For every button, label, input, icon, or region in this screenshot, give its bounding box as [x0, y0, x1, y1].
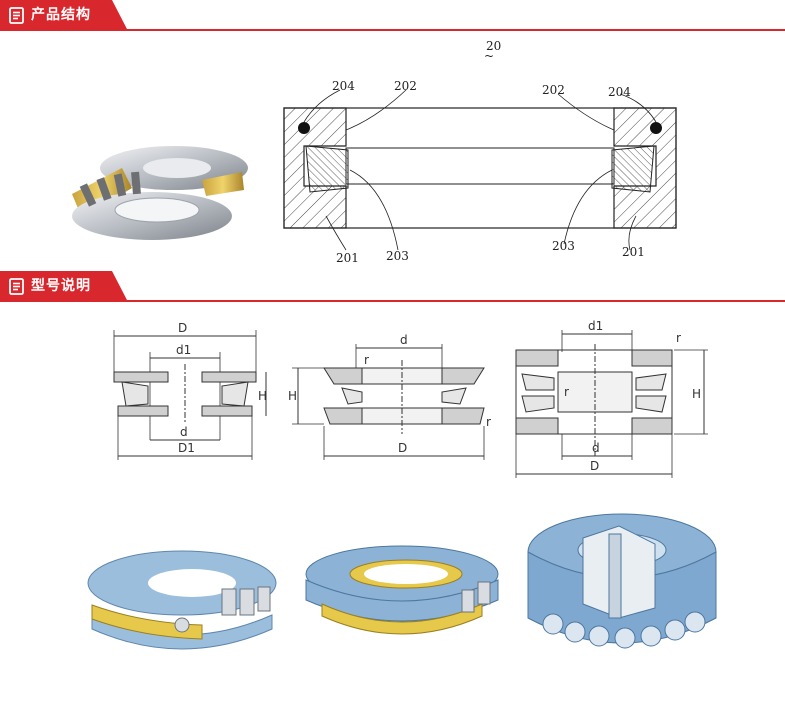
callout-203-right: 203	[552, 239, 575, 253]
structure-cad-drawing: 20 ~ 204 202 202 204 201 203 203 201	[276, 38, 686, 268]
bearing-photo	[62, 138, 252, 250]
section-tab	[0, 271, 128, 302]
dimension-drawing-middle: d r r H D	[284, 330, 499, 462]
label-D: D	[178, 321, 187, 335]
bearing-cutaway-left	[82, 545, 282, 665]
svg-text:~: ~	[484, 49, 494, 63]
section-divider	[0, 29, 785, 31]
label-D1: D1	[178, 441, 195, 455]
callout-201-right: 201	[622, 245, 645, 259]
bearing-cutaway-middle	[302, 540, 507, 652]
section-title: 型号说明	[31, 278, 91, 294]
label-d: d	[400, 333, 408, 347]
label-d1: d1	[588, 319, 603, 333]
label-D: D	[398, 441, 407, 455]
label-r-inner: r	[564, 385, 569, 399]
callout-204-right: 204	[608, 85, 631, 99]
callout-202-right: 202	[542, 83, 565, 97]
label-d: d	[592, 441, 600, 455]
callout-204-left: 204	[332, 79, 355, 93]
bearing-cutaway-right	[523, 508, 721, 664]
label-20: 20	[486, 39, 501, 53]
section-header-structure: 产品结构	[0, 0, 785, 33]
label-r-top: r	[364, 353, 369, 367]
label-r-bottom: r	[486, 415, 491, 429]
document-icon	[9, 7, 24, 24]
label-d: d	[180, 425, 188, 439]
section-header-models: 型号说明	[0, 271, 785, 304]
label-H: H	[258, 389, 267, 403]
callout-202-left: 202	[394, 79, 417, 93]
label-d1: d1	[176, 343, 191, 357]
label-D: D	[590, 459, 599, 473]
callout-201-left: 201	[336, 251, 359, 265]
section-tab	[0, 0, 128, 31]
label-H: H	[692, 387, 701, 401]
section-title: 产品结构	[31, 7, 91, 23]
callout-203-left: 203	[386, 249, 409, 263]
label-r: r	[676, 331, 681, 345]
section-divider	[0, 300, 785, 302]
label-H: H	[288, 389, 297, 403]
document-icon	[9, 278, 24, 295]
dimension-drawing-left: D d1 d D1 H	[108, 320, 278, 465]
dimension-drawing-right: d1 r r H d D	[508, 318, 718, 480]
